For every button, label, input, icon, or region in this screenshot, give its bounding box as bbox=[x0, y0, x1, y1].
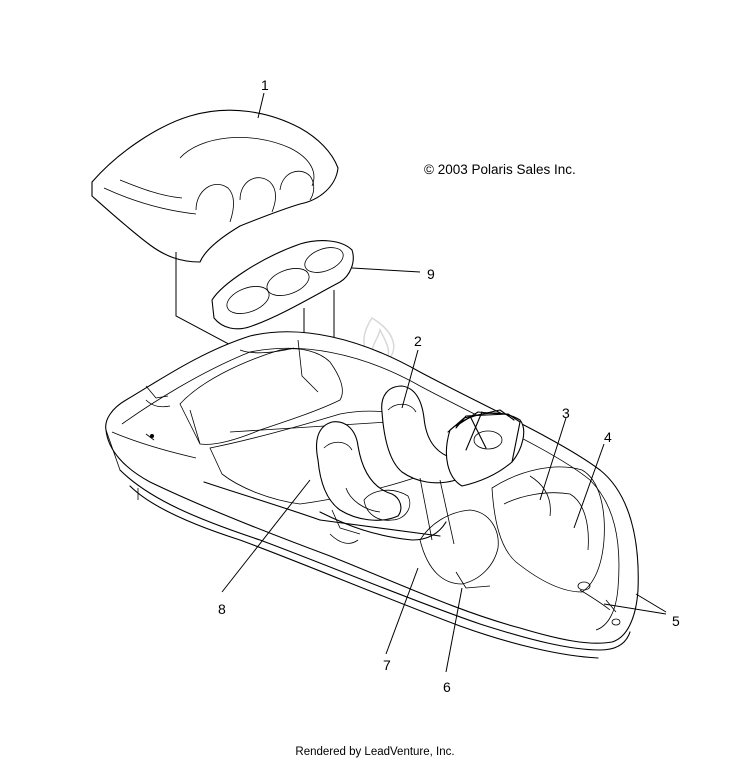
leader-lines bbox=[221, 92, 667, 673]
callout-3: 3 bbox=[562, 405, 570, 421]
boat-hull bbox=[105, 331, 639, 659]
callout-8: 8 bbox=[218, 601, 226, 617]
part-9-seat-base bbox=[211, 240, 354, 330]
callout-2: 2 bbox=[414, 333, 422, 349]
part-1-seat-cushion bbox=[91, 109, 339, 263]
copyright-notice: © 2003 Polaris Sales Inc. bbox=[424, 162, 576, 177]
callout-9: 9 bbox=[427, 266, 435, 282]
callout-4: 4 bbox=[604, 429, 612, 445]
footer-credit: Rendered by LeadVenture, Inc. bbox=[295, 746, 455, 758]
callout-7: 7 bbox=[383, 657, 391, 673]
callout-1: 1 bbox=[261, 77, 269, 93]
callout-labels: 1 2 3 4 5 6 7 8 9 bbox=[218, 77, 680, 695]
callout-5: 5 bbox=[672, 613, 680, 629]
callout-6: 6 bbox=[443, 679, 451, 695]
